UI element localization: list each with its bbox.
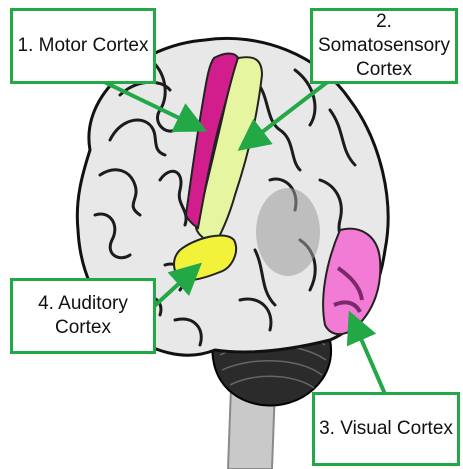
label-somatosensory-cortex: 2. Somatosensory Cortex (310, 8, 458, 84)
inner-shadow (256, 188, 320, 276)
label-visual-cortex: 3. Visual Cortex (312, 392, 460, 466)
label-auditory-cortex: 4. Auditory Cortex (10, 278, 156, 354)
label-motor-cortex: 1. Motor Cortex (10, 8, 156, 84)
arrow-visual (352, 318, 385, 394)
